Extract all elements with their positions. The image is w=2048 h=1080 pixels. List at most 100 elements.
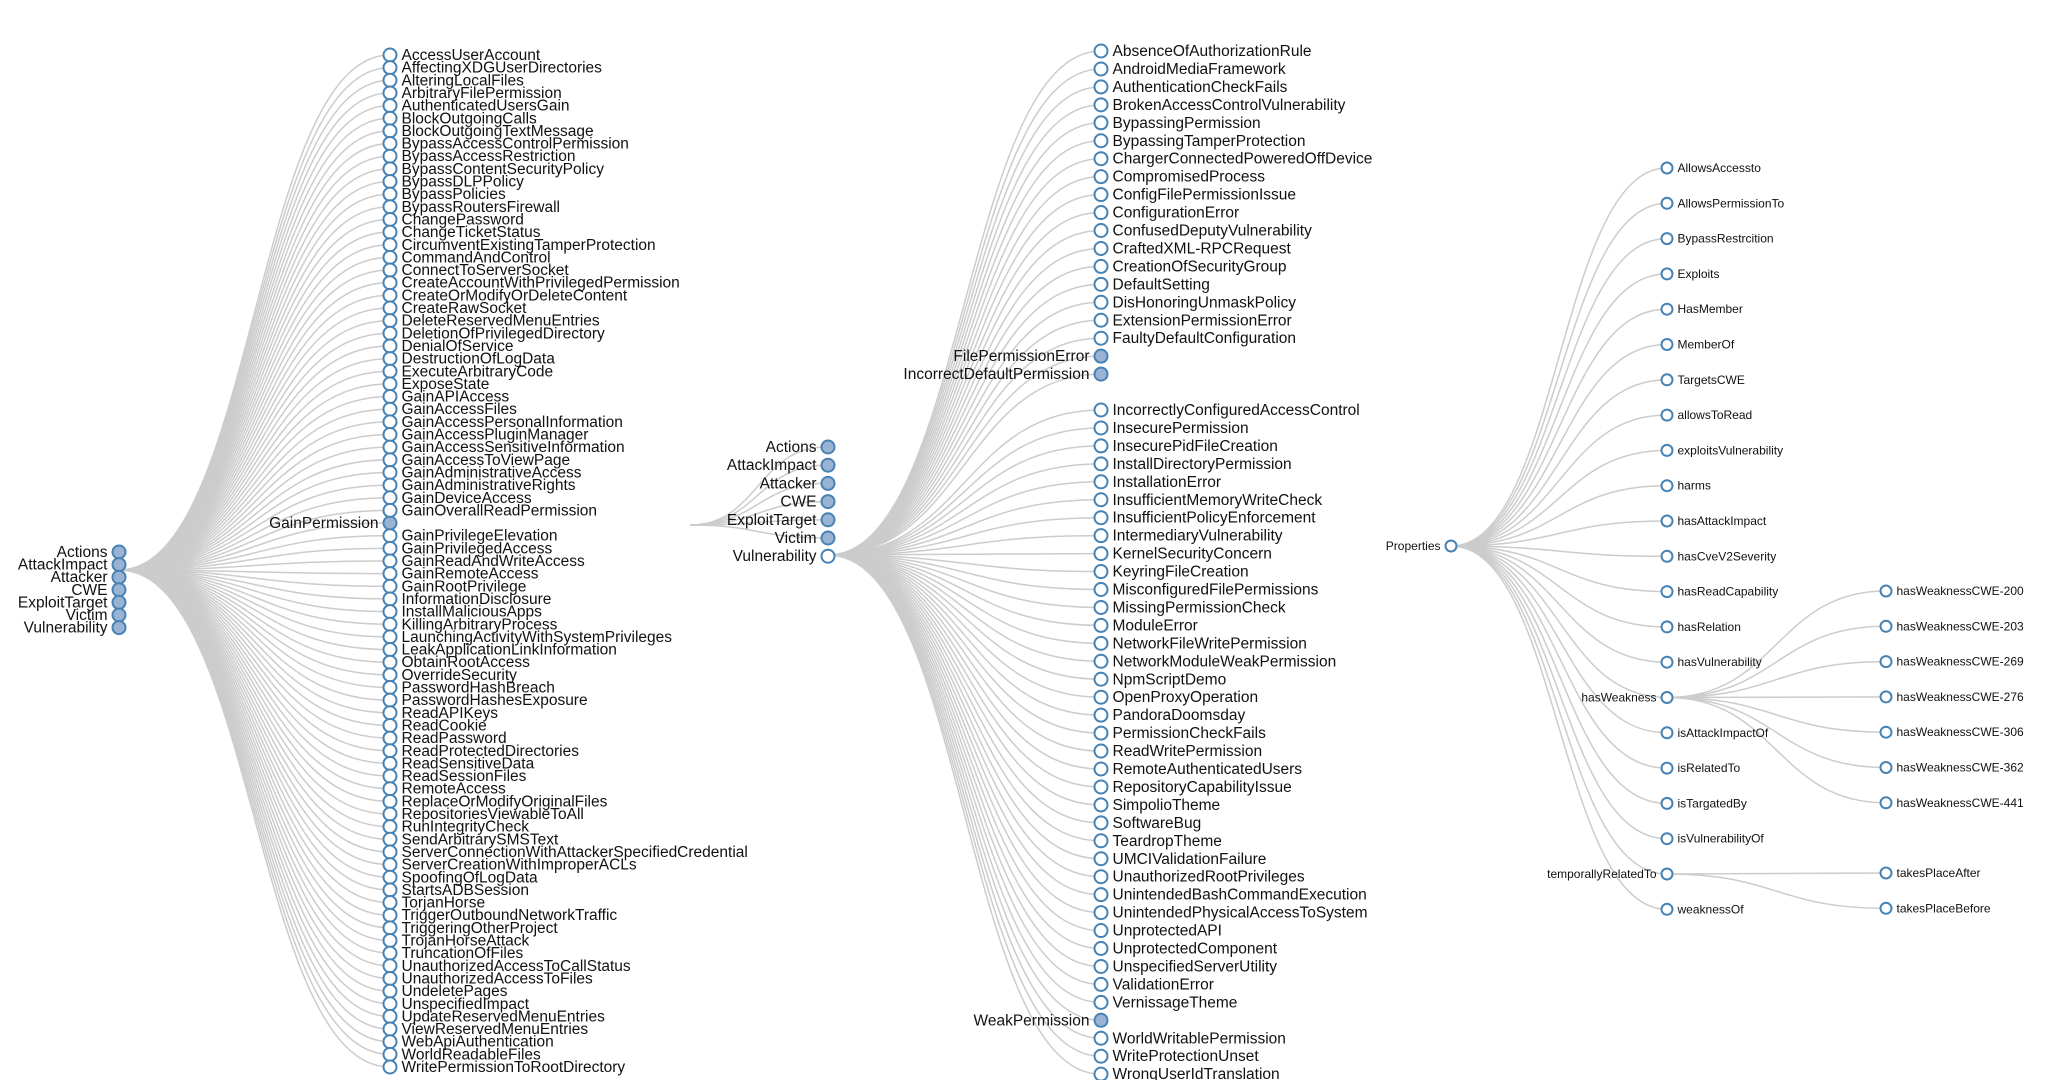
node-circle[interactable] [1093,546,1109,562]
node-circle[interactable] [382,148,398,164]
node-circle[interactable] [1093,905,1109,921]
node-circle[interactable] [382,427,398,442]
node-circle[interactable] [1093,43,1109,59]
node-circle[interactable] [820,457,836,473]
node-circle[interactable] [111,582,127,598]
node-circle[interactable] [1660,620,1674,634]
tree-node-extensionpermissionerror[interactable]: ExtensionPermissionError [1093,312,1292,329]
node-circle[interactable] [382,591,398,607]
node-circle[interactable] [1093,671,1109,687]
tree-node-insufficientmemorywritecheck[interactable]: InsufficientMemoryWriteCheck [1093,492,1323,509]
tree-node-gainoverallreadpermission[interactable]: GainOverallReadPermission [382,502,598,519]
tree-node-createaccountwithprivilegedpermission[interactable]: CreateAccountWithPrivilegedPermission [382,275,680,292]
tree-node-actions[interactable]: Actions [766,439,836,456]
node-circle[interactable] [382,528,398,544]
node-circle[interactable] [111,607,127,623]
tree-node-writeprotectionunset[interactable]: WriteProtectionUnset [1093,1048,1260,1065]
tree-node-hasweaknesscwe-269[interactable]: hasWeaknessCWE-269 [1879,655,2024,669]
node-circle[interactable] [382,110,398,126]
node-circle[interactable] [382,895,398,911]
tree-node-gainreadandwriteaccess[interactable]: GainReadAndWriteAccess [382,553,585,570]
tree-node-dishonoringunmaskpolicy[interactable]: DisHonoringUnmaskPolicy [1093,294,1297,311]
tree-node-hasweaknesscwe-276[interactable]: hasWeaknessCWE-276 [1879,690,2024,704]
tree-node-chargerconnectedpoweredoffdevice[interactable]: ChargerConnectedPoweredOffDevice [1093,151,1373,168]
node-circle[interactable] [382,793,398,809]
tree-node-bypassroutersfirewall[interactable]: BypassRoutersFirewall [382,199,561,216]
node-circle[interactable] [382,806,398,822]
node-circle[interactable] [382,1046,398,1062]
node-circle[interactable] [382,477,398,493]
node-circle[interactable] [382,72,398,88]
node-circle[interactable] [1444,539,1458,553]
node-circle[interactable] [382,325,398,341]
tree-node-androidmediaframework[interactable]: AndroidMediaFramework [1093,61,1286,78]
node-circle[interactable] [1093,617,1109,633]
node-circle[interactable] [382,857,398,873]
tree-node-allowsaccessto[interactable]: AllowsAccessto [1660,161,1762,175]
tree-node-networkmoduleweakpermission[interactable]: NetworkModuleWeakPermission [1093,653,1337,670]
tree-node-installdirectorypermission[interactable]: InstallDirectoryPermission [1093,456,1292,473]
node-circle[interactable] [382,869,398,885]
node-circle[interactable] [1660,196,1674,210]
tree-node-umcivalidationfailure[interactable]: UMCIValidationFailure [1093,851,1267,868]
tree-node-allowstoread[interactable]: allowsToRead [1660,408,1753,422]
tree-node-networkfilewritepermission[interactable]: NetworkFileWritePermission [1093,635,1307,652]
node-circle[interactable] [382,224,398,240]
node-circle[interactable] [1660,726,1674,740]
tree-node-remoteaccess[interactable]: RemoteAccess [382,781,506,798]
node-circle[interactable] [382,389,398,405]
node-circle[interactable] [382,667,398,683]
tree-node-readprotecteddirectories[interactable]: ReadProtectedDirectories [382,743,580,760]
node-circle[interactable] [382,945,398,961]
tree-node-readwritepermission[interactable]: ReadWritePermission [1093,743,1263,760]
node-circle[interactable] [382,1034,398,1050]
node-circle[interactable] [1879,725,1893,739]
node-circle[interactable] [1660,902,1674,916]
node-circle[interactable] [111,557,127,573]
tree-node-gaindeviceaccess[interactable]: GainDeviceAccess [382,490,532,507]
tree-node-gainaccesssensitiveinformation[interactable]: GainAccessSensitiveInformation [382,439,625,456]
node-circle[interactable] [1660,302,1674,316]
node-circle[interactable] [820,475,836,491]
tree-node-openproxyoperation[interactable]: OpenProxyOperation [1093,689,1259,706]
node-circle[interactable] [1093,366,1109,382]
tree-node-gainprivilegeelevation[interactable]: GainPrivilegeElevation [382,528,558,545]
node-circle[interactable] [1660,585,1674,599]
tree-node-updatereservedmenuentries[interactable]: UpdateReservedMenuEntries [382,1008,606,1025]
tree-node-repositoriesviewabletoall[interactable]: RepositoriesViewableToAll [382,806,584,823]
tree-node-webapiauthentication[interactable]: WebApiAuthentication [382,1034,554,1051]
node-circle[interactable] [1093,582,1109,597]
tree-node-triggeroutboundnetworktraffic[interactable]: TriggerOutboundNetworkTraffic [382,907,618,924]
tree-node-teardroptheme[interactable]: TeardropTheme [1093,833,1222,850]
node-circle[interactable] [382,553,398,569]
node-circle[interactable] [382,199,398,215]
tree-node-unprotectedcomponent[interactable]: UnprotectedComponent [1093,941,1278,958]
tree-node-unspecifiedimpact[interactable]: UnspecifiedImpact [382,996,530,1013]
tree-node-bypassaccessrestriction[interactable]: BypassAccessRestriction [382,148,576,165]
node-circle[interactable] [1660,691,1674,704]
tree-node-exploits[interactable]: Exploits [1660,267,1720,281]
node-circle[interactable] [382,249,398,265]
node-circle[interactable] [382,920,398,936]
tree-node-blockoutgoingtextmessage[interactable]: BlockOutgoingTextMessage [382,123,594,140]
tree-node-attackimpact[interactable]: AttackImpact [727,457,836,474]
tree-node-creationofsecuritygroup[interactable]: CreationOfSecurityGroup [1093,258,1287,275]
node-circle[interactable] [111,569,127,585]
node-circle[interactable] [382,161,398,177]
node-circle[interactable] [382,578,398,594]
node-circle[interactable] [382,755,398,771]
tree-node-simpoliotheme[interactable]: SimpolioTheme [1093,797,1221,814]
node-circle[interactable] [1093,258,1109,274]
node-circle[interactable] [382,730,398,746]
node-circle[interactable] [1093,205,1109,221]
node-circle[interactable] [382,300,398,316]
node-circle[interactable] [382,502,398,518]
tree-node-leakapplicationlinkinformation[interactable]: LeakApplicationLinkInformation [382,642,617,659]
tree-node-vulnerability[interactable]: Vulnerability [733,548,836,565]
tree-node-arbitraryfilepermission[interactable]: ArbitraryFilePermission [382,85,562,102]
node-circle[interactable] [1093,97,1109,113]
tree-node-softwarebug[interactable]: SoftwareBug [1093,815,1202,832]
tree-node-unauthorizedrootprivileges[interactable]: UnauthorizedRootPrivileges [1093,869,1305,886]
tree-node-undeletepages[interactable]: UndeletePages [382,983,508,1000]
tree-node-unintendedbashcommandexecution[interactable]: UnintendedBashCommandExecution [1093,887,1367,904]
